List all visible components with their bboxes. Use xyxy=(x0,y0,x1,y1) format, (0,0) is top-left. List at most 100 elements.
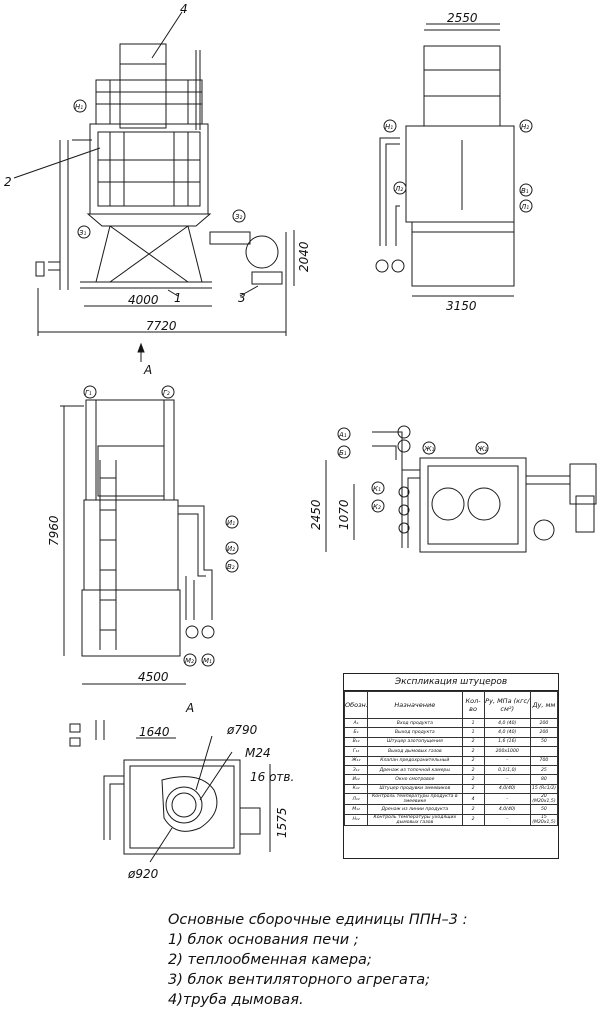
table-cell: Выход дымовых газов xyxy=(367,746,463,757)
table-cell: 25 xyxy=(529,764,559,776)
table-cell: 1,6 (16) xyxy=(483,736,531,748)
dim-1070: 1070 xyxy=(337,499,351,530)
table-cell: 4,0 (40) xyxy=(483,727,531,738)
left-nozzle-m2: М₂ xyxy=(185,657,194,665)
side-base xyxy=(411,221,515,287)
table-cell: 2 xyxy=(461,746,485,757)
dim-d790: ø790 xyxy=(226,723,258,737)
nozzle-table-title: Экспликация штуцеров xyxy=(344,674,558,691)
table-cell: 2 xyxy=(461,783,485,795)
table-cell: 4,0 (40) xyxy=(483,717,531,729)
table-cell: Клапан предохранительный xyxy=(367,755,463,766)
table-cell: Г₁₂ xyxy=(343,746,369,757)
table-cell: 1 xyxy=(461,727,485,738)
table-cell: 2 xyxy=(461,813,485,826)
chimney xyxy=(119,43,167,129)
table-cell: – xyxy=(483,774,531,785)
plan-nozzle-zh1: Ж₁ xyxy=(423,445,435,453)
front-view xyxy=(13,11,295,336)
plan-chamber xyxy=(419,457,527,553)
side-view-labels: 2550 3150 Н₁ Н₂ Л₂ В₁ Л₁ xyxy=(385,11,529,313)
table-cell: В₁₂ xyxy=(343,736,369,748)
table-cell: 50 xyxy=(529,736,559,748)
table-cell: 20 (М20х1,5) xyxy=(529,793,559,806)
table-cell xyxy=(529,746,559,757)
table-cell: 2 xyxy=(461,804,485,815)
left-nozzle-i1: И₁ xyxy=(227,519,235,527)
notes-item-1: 1) блок основания печи ; xyxy=(168,932,359,948)
table-cell: М₁₂ xyxy=(343,804,369,815)
chimney-flange xyxy=(165,786,203,824)
table-cell: З₁₂ xyxy=(343,764,369,776)
left-nozzle-i2: И₂ xyxy=(227,545,235,553)
plan-view-labels: А₁ Б₁ Ж₁ Ж₂ К₁ К₂ 2450 1070 xyxy=(309,431,488,530)
dim-1640: 1640 xyxy=(139,725,170,739)
table-cell: Ж₁₂ xyxy=(343,755,369,766)
table-cell: 80 xyxy=(529,774,559,785)
view-a xyxy=(69,720,271,863)
left-view xyxy=(60,385,239,685)
side-chamber xyxy=(405,125,515,223)
fan-base xyxy=(251,271,283,285)
notes-item-2: 2) теплообменная камера; xyxy=(168,952,372,968)
table-cell: А₁ xyxy=(343,717,369,729)
table-cell: Штуцер азотопущения xyxy=(367,736,463,748)
table-cell: Б₁ xyxy=(343,727,369,738)
assembly-notes: Основные сборочные единицы ППН–3 : 1) бл… xyxy=(168,910,608,1010)
table-cell: 4,0(40) xyxy=(483,804,531,815)
table-cell: Дренаж из топочной камеры xyxy=(367,764,463,776)
left-upper-frame xyxy=(85,399,175,501)
table-cell: 2 xyxy=(461,755,485,766)
left-nozzle-m1: М₁ xyxy=(203,657,212,665)
table-cell: 1 xyxy=(461,717,485,729)
callout-3: 3 xyxy=(238,291,246,305)
table-cell: Контроль температуры уходящих дымовых га… xyxy=(367,813,463,826)
plan-nozzle-zh2: Ж₂ xyxy=(476,445,488,453)
table-cell: 200 xyxy=(529,727,559,738)
table-cell: 0,1(1,0) xyxy=(483,764,531,776)
table-cell: Контроль температуры продукта в змеевике xyxy=(367,793,463,806)
callout-4: 4 xyxy=(180,2,188,16)
table-cell: 15 (Rc1/2) xyxy=(529,783,559,795)
table-header-cell: Кол-во xyxy=(461,691,485,719)
view-a-labels: А 1640 ø790 М24 16 отв. 1575 ø920 xyxy=(127,701,294,881)
left-nozzle-v2: В₂ xyxy=(227,563,235,571)
plan-view xyxy=(325,425,597,553)
dim-3150: 3150 xyxy=(446,299,477,313)
table-cell: 2 xyxy=(461,764,485,776)
table-cell: 15 (М20х1,5) xyxy=(529,813,559,826)
table-cell: 2 xyxy=(461,774,485,785)
chamber-bottom xyxy=(86,213,212,227)
nozzle-h1: Н₁ xyxy=(75,103,83,111)
nozzle-z1: З₁ xyxy=(79,229,86,237)
view-a-arrow xyxy=(137,342,145,362)
side-nozzle-h2: Н₂ xyxy=(521,123,529,131)
table-cell: 50 xyxy=(529,804,559,815)
callout-2: 2 xyxy=(4,175,12,189)
notes-title: Основные сборочные единицы ППН–3 : xyxy=(168,912,468,928)
table-cell: 700 xyxy=(529,755,559,766)
thread-m24: М24 xyxy=(245,746,271,760)
plan-nozzle-k1: К₁ xyxy=(373,485,381,493)
plan-fan xyxy=(569,463,597,505)
nozzle-z2: З₂ xyxy=(235,213,242,221)
plan-nozzle-a1: А₁ xyxy=(338,431,347,439)
left-view-labels: Г₁ Г₂ И₁ И₂ В₂ М₂ М₁ 7960 4500 xyxy=(47,389,235,684)
dim-2550: 2550 xyxy=(447,11,478,25)
table-cell: 4 xyxy=(461,793,485,806)
side-nozzle-l1: Л₁ xyxy=(520,203,529,211)
table-cell: Вход продукта xyxy=(367,717,463,729)
dim-2040: 2040 xyxy=(297,241,311,272)
